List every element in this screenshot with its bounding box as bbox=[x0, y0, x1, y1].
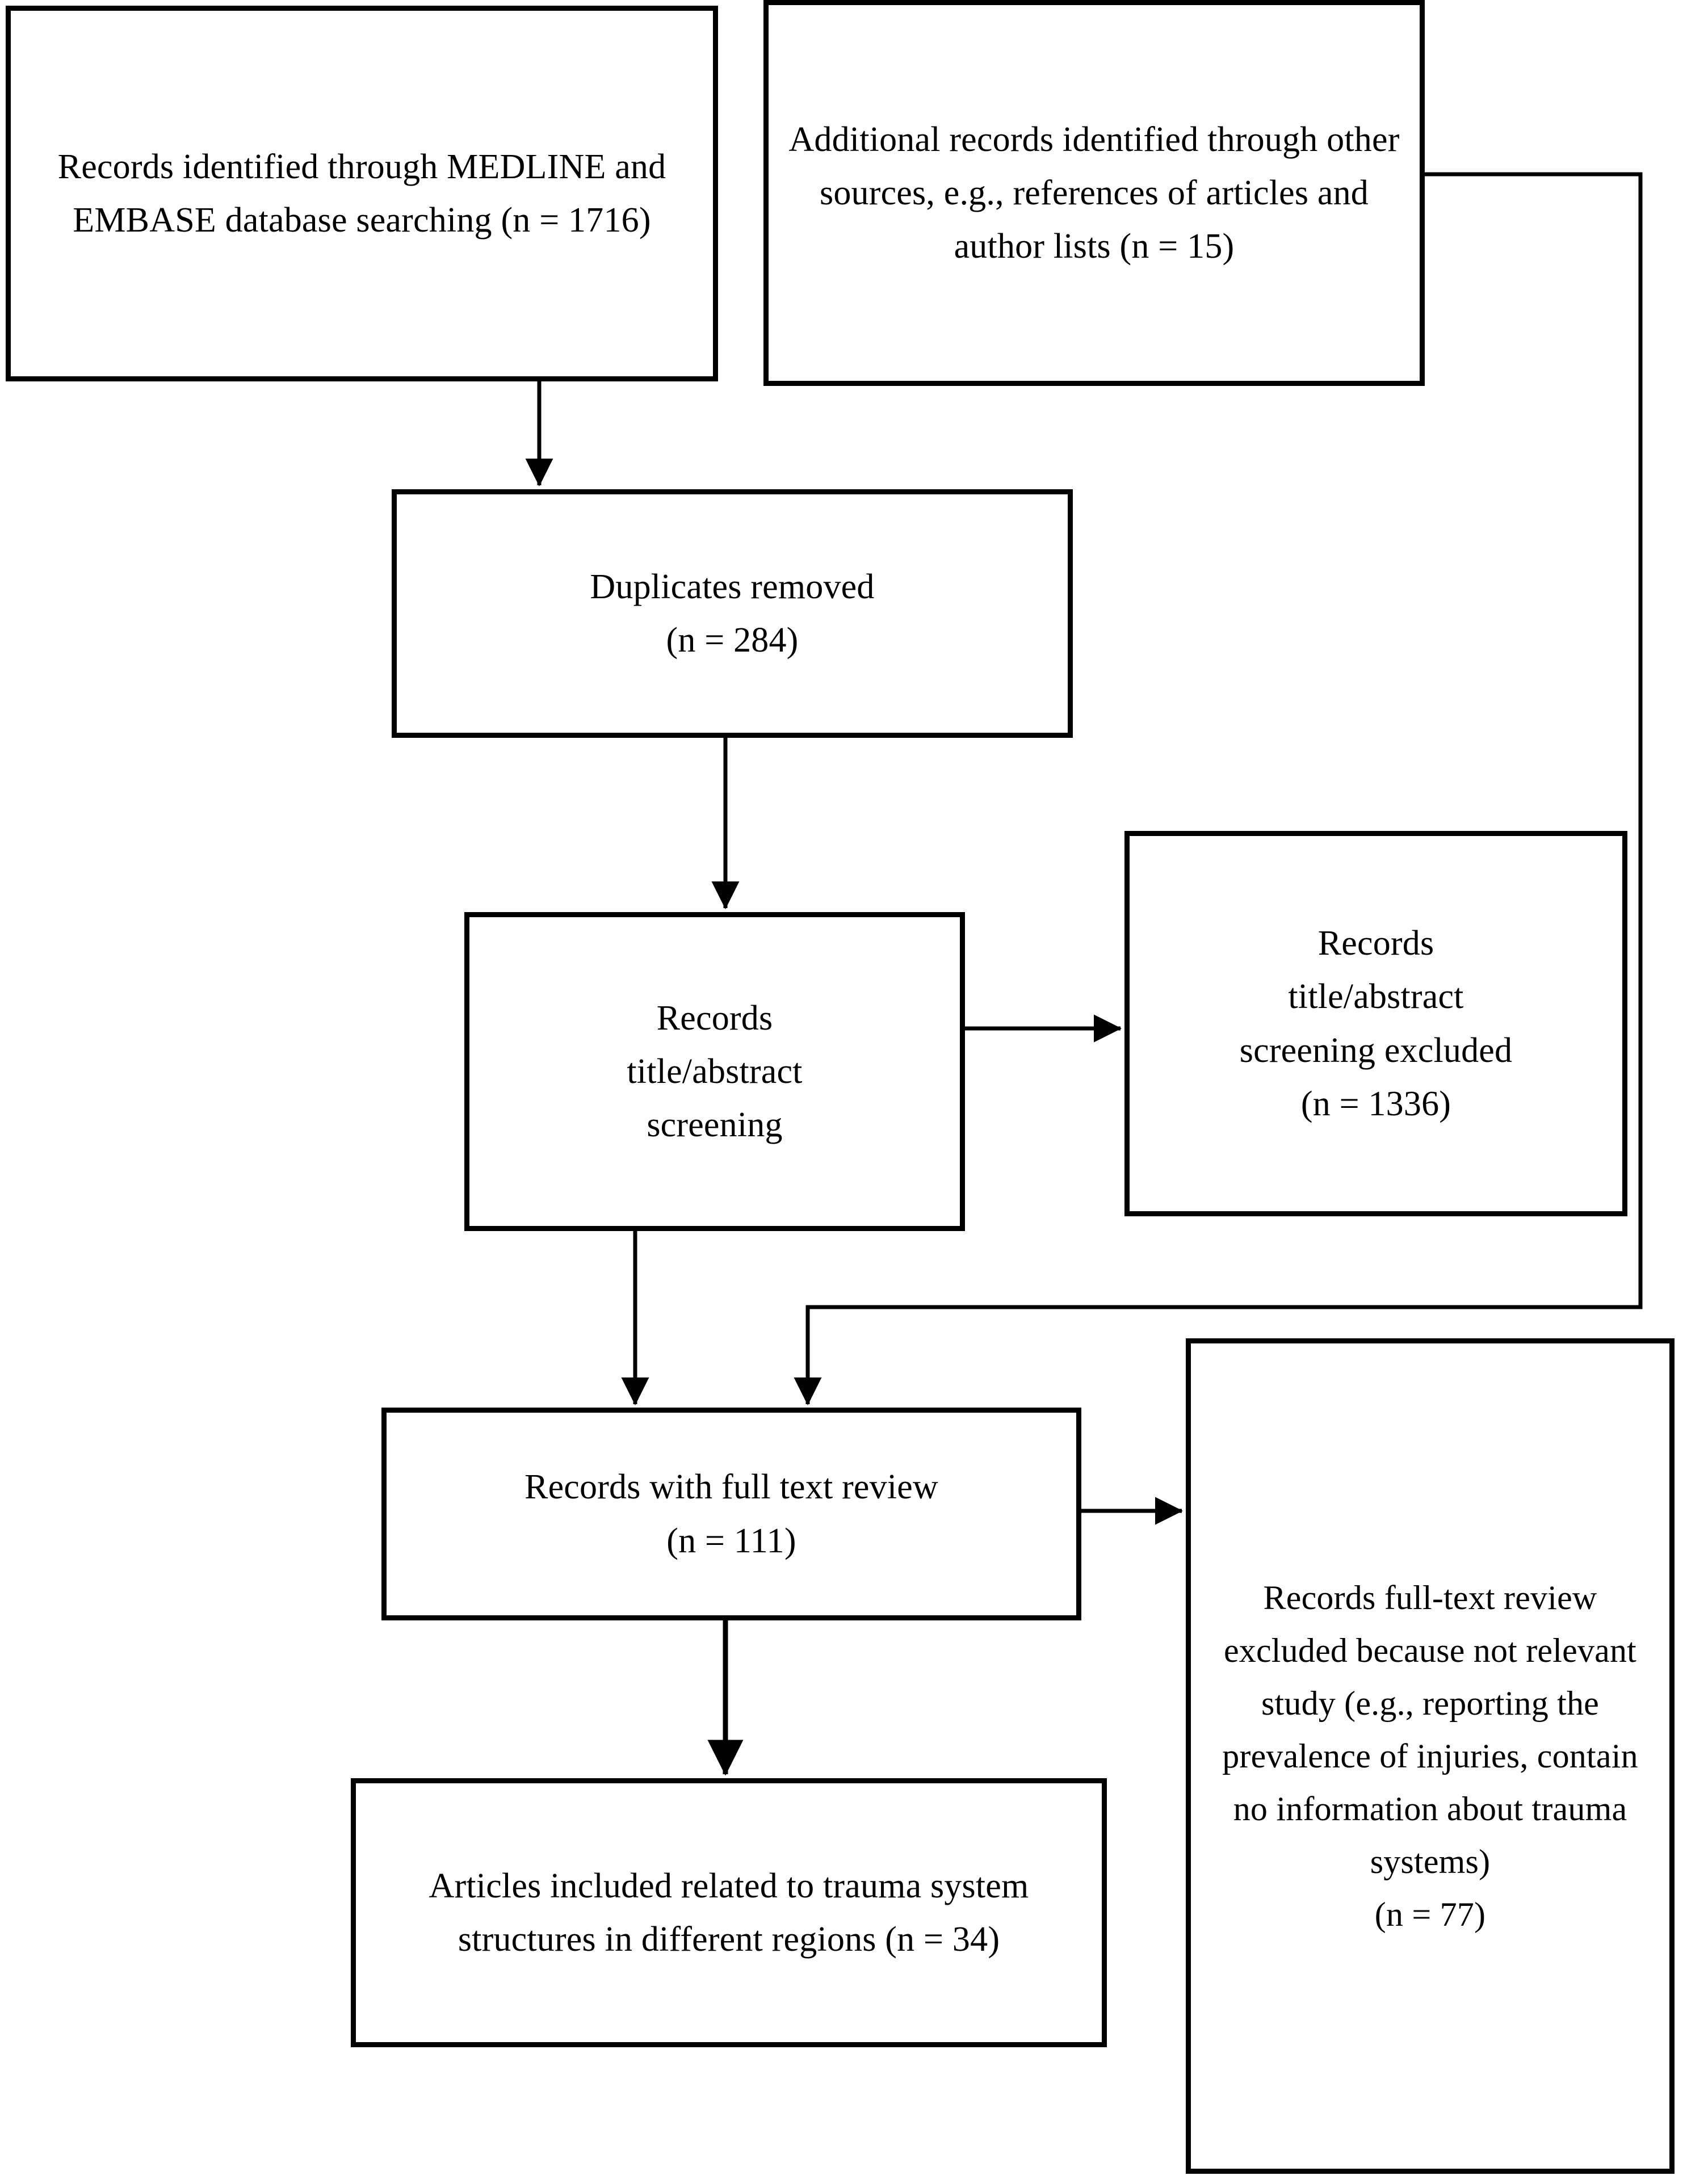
node-records-full-text-review-excluded: Records full-text review excluded becaus… bbox=[1186, 1338, 1675, 2174]
node-label: Articles included related to trauma syst… bbox=[429, 1866, 1029, 1959]
node-label: Duplicates removed (n = 284) bbox=[590, 567, 875, 660]
node-records-title-abstract-screening-excluded: Records title/abstract screening exclude… bbox=[1124, 831, 1627, 1216]
node-label: Records title/abstract screening exclude… bbox=[1239, 924, 1513, 1123]
node-articles-included: Articles included related to trauma syst… bbox=[351, 1778, 1107, 2047]
node-records-identified-database: Records identified through MEDLINE and E… bbox=[6, 6, 718, 381]
node-label: Records identified through MEDLINE and E… bbox=[57, 147, 666, 240]
node-records-full-text-review: Records with full text review (n = 111) bbox=[381, 1408, 1081, 1620]
node-records-title-abstract-screening: Records title/abstract screening bbox=[464, 912, 965, 1231]
node-duplicates-removed: Duplicates removed (n = 284) bbox=[392, 489, 1073, 738]
node-label: Additional records identified through ot… bbox=[788, 120, 1400, 266]
node-additional-records-identified: Additional records identified through ot… bbox=[763, 0, 1425, 386]
node-label: Records with full text review (n = 111) bbox=[524, 1468, 938, 1560]
node-label: Records title/abstract screening bbox=[627, 998, 803, 1145]
node-label: Records full-text review excluded becaus… bbox=[1222, 1578, 1638, 1933]
